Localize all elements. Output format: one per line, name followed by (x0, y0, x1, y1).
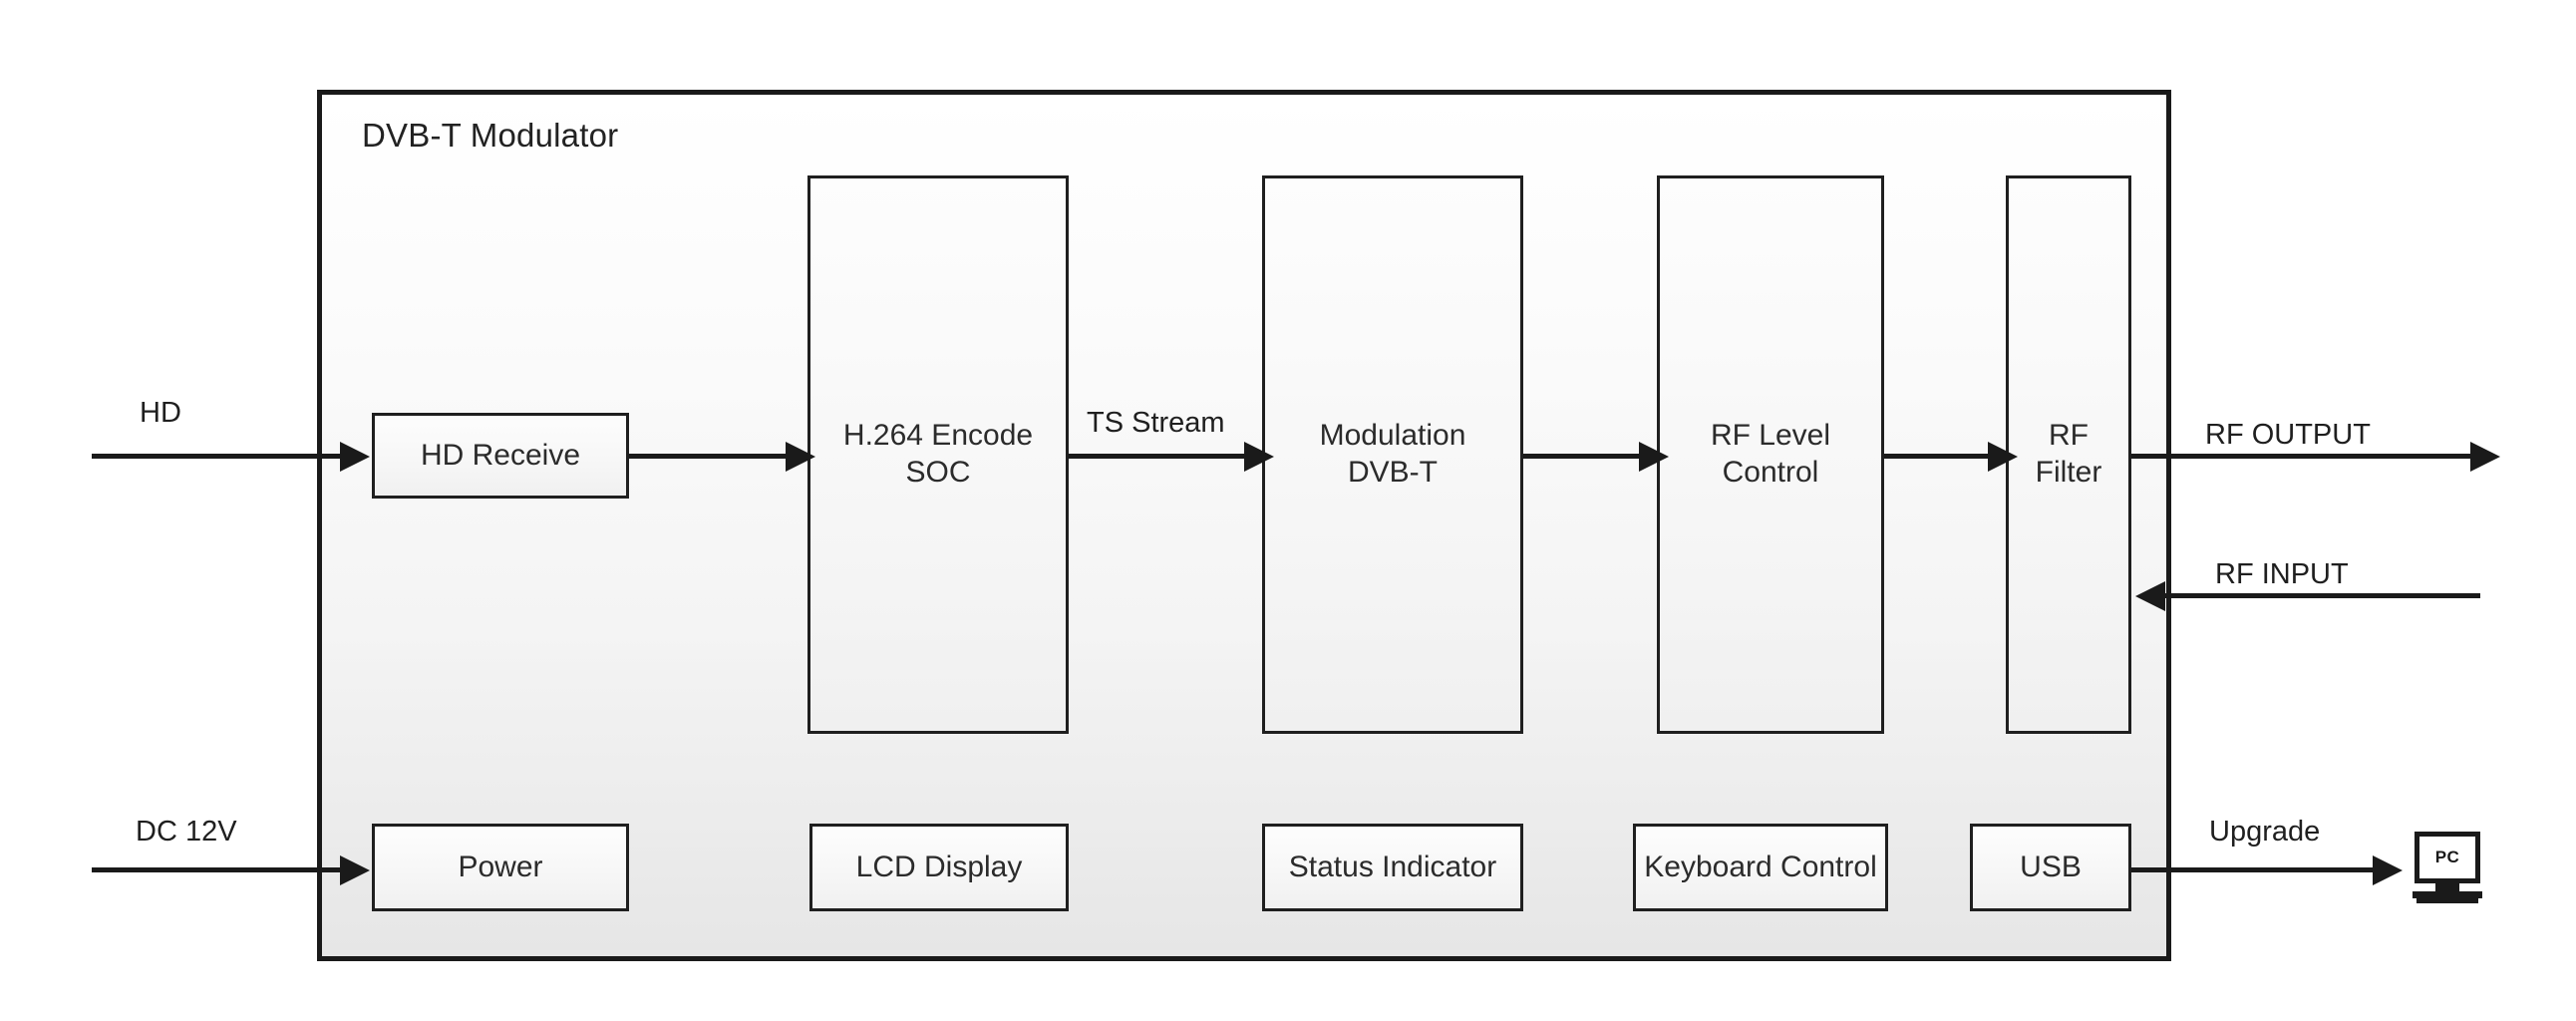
block-usb[interactable]: USB (1970, 824, 2131, 911)
rf-output-label: RF OUTPUT (2205, 419, 2371, 451)
pc-stand-base-lower (2416, 898, 2478, 903)
upgrade-line (2131, 867, 2383, 872)
encode-to-modulation-arrowhead (1244, 442, 1274, 472)
block-rf-filter[interactable]: RF Filter (2006, 175, 2131, 734)
block-status-indicator[interactable]: Status Indicator (1262, 824, 1523, 911)
block-h264-encode-soc-label: H.264 Encode SOC (842, 419, 1034, 489)
block-modulation-dvbt[interactable]: Modulation DVB-T (1262, 175, 1523, 734)
hd-input-line (92, 454, 357, 459)
block-h264-encode-soc[interactable]: H.264 Encode SOC (807, 175, 1069, 734)
block-lcd-display[interactable]: LCD Display (809, 824, 1069, 911)
rf-input-arrowhead (2135, 581, 2165, 611)
rflevel-to-rffilter-line (1884, 454, 2004, 459)
block-keyboard-control[interactable]: Keyboard Control (1633, 824, 1888, 911)
rf-output-line (2131, 454, 2480, 459)
block-hd-receive-label: HD Receive (420, 438, 581, 472)
pc-stand-base (2413, 891, 2482, 898)
block-modulation-dvbt-label: Modulation DVB-T (1319, 419, 1466, 489)
modulation-to-rflevel-line (1523, 454, 1655, 459)
pc-stand-neck (2435, 883, 2459, 891)
block-hd-receive[interactable]: HD Receive (372, 413, 629, 499)
dc-power-label: DC 12V (136, 816, 237, 848)
rf-input-label: RF INPUT (2215, 558, 2349, 590)
block-rf-level-control[interactable]: RF Level Control (1657, 175, 1884, 734)
rflevel-to-rffilter-arrowhead (1988, 442, 2018, 472)
block-usb-label: USB (2020, 850, 2082, 883)
diagram-title: DVB-T Modulator (362, 117, 619, 154)
hd-to-encode-arrowhead (786, 442, 815, 472)
block-rf-filter-label: RF Filter (2035, 419, 2102, 489)
block-power[interactable]: Power (372, 824, 629, 911)
hd-to-encode-line (629, 454, 801, 459)
rf-input-line (2165, 593, 2480, 598)
block-lcd-display-label: LCD Display (855, 850, 1023, 883)
block-rf-level-control-label: RF Level Control (1710, 419, 1831, 489)
block-status-indicator-label: Status Indicator (1288, 850, 1497, 883)
block-keyboard-control-label: Keyboard Control (1644, 850, 1877, 883)
hd-input-label: HD (140, 397, 181, 429)
pc-icon-label: PC (2434, 848, 2460, 866)
upgrade-arrowhead (2373, 855, 2403, 885)
dc-power-line (92, 867, 357, 872)
modulation-to-rflevel-arrowhead (1639, 442, 1669, 472)
pc-icon: PC (2411, 832, 2484, 903)
hd-input-arrowhead (340, 442, 370, 472)
rf-output-arrowhead (2470, 442, 2500, 472)
block-power-label: Power (458, 850, 543, 883)
encode-to-modulation-line (1069, 454, 1260, 459)
upgrade-label: Upgrade (2209, 816, 2321, 848)
pc-screen: PC (2415, 832, 2480, 883)
dc-power-arrowhead (340, 855, 370, 885)
ts-stream-label: TS Stream (1087, 407, 1225, 439)
